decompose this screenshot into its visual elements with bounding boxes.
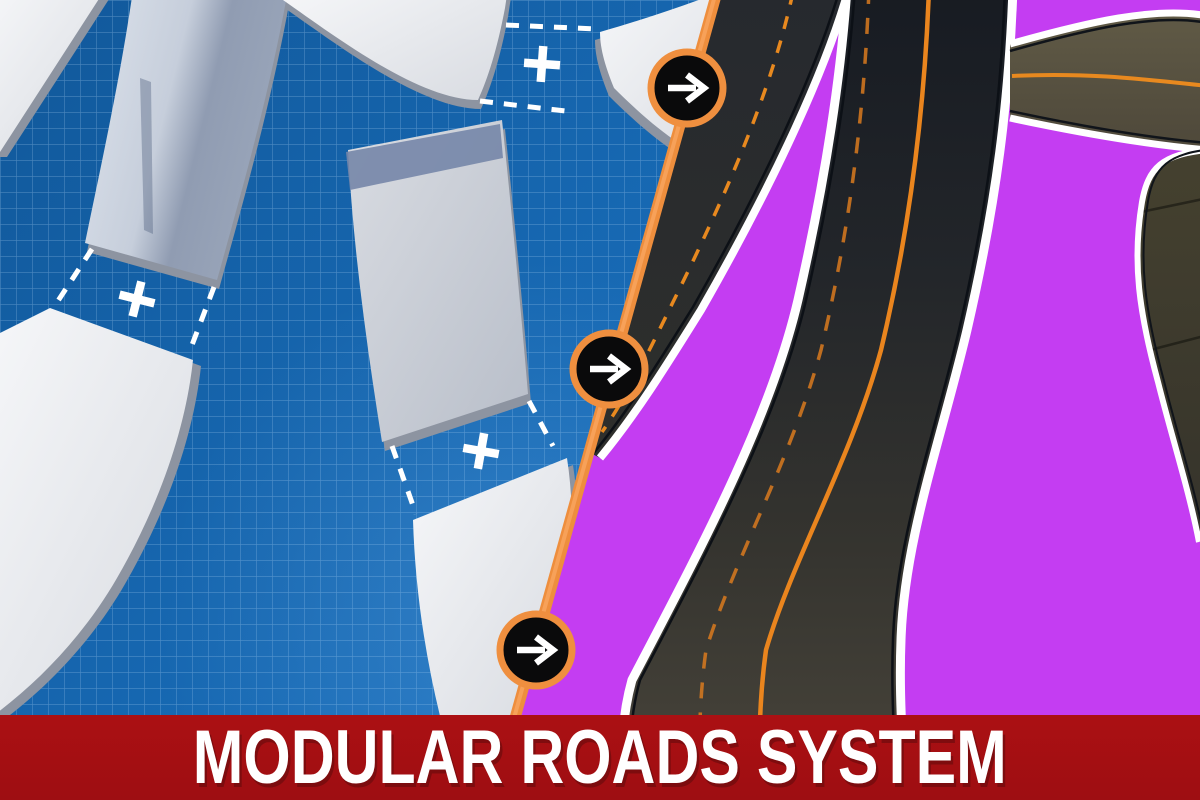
title-banner: MODULAR ROADS SYSTEM: [0, 715, 1200, 800]
rendered-road-branch: [1009, 9, 1200, 154]
plus-icons: [118, 45, 561, 470]
road-piece-seam: [140, 78, 153, 234]
road-piece-blue-band: [346, 124, 503, 190]
blueprint-road-piece-top: [283, 0, 508, 100]
blueprint-road-piece-corner: [0, 0, 106, 152]
blueprint-road-piece-bottom-left: [0, 308, 193, 718]
rendered-road-main: [617, 0, 1018, 800]
next-arrow-button[interactable]: [496, 610, 576, 690]
plus-icon: [462, 432, 500, 470]
right-arrow-icon: [590, 353, 632, 385]
next-arrow-button[interactable]: [647, 48, 727, 128]
arrow-buttons: [496, 48, 727, 690]
plus-icon: [523, 45, 561, 83]
rendered-road-right-edge: [1134, 147, 1200, 543]
road-edge: [596, 0, 853, 461]
right-arrow-icon: [668, 72, 710, 104]
road-center-line: [1011, 72, 1200, 88]
right-arrow-icon: [517, 634, 559, 666]
road-edge: [895, 0, 1018, 800]
next-arrow-button[interactable]: [569, 329, 649, 409]
road-edge: [617, 0, 852, 800]
plus-icon: [118, 280, 156, 318]
road-center-line: [757, 0, 932, 800]
blueprint-road-piece-middle: [348, 120, 528, 442]
blueprint-road-piece-curve-large: [85, 0, 288, 280]
banner-title: MODULAR ROADS SYSTEM: [192, 714, 1008, 800]
road-edge: [1009, 114, 1200, 154]
road-edge: [1134, 147, 1200, 543]
connector-dashes: [51, 22, 599, 515]
road-edge: [1009, 9, 1200, 48]
